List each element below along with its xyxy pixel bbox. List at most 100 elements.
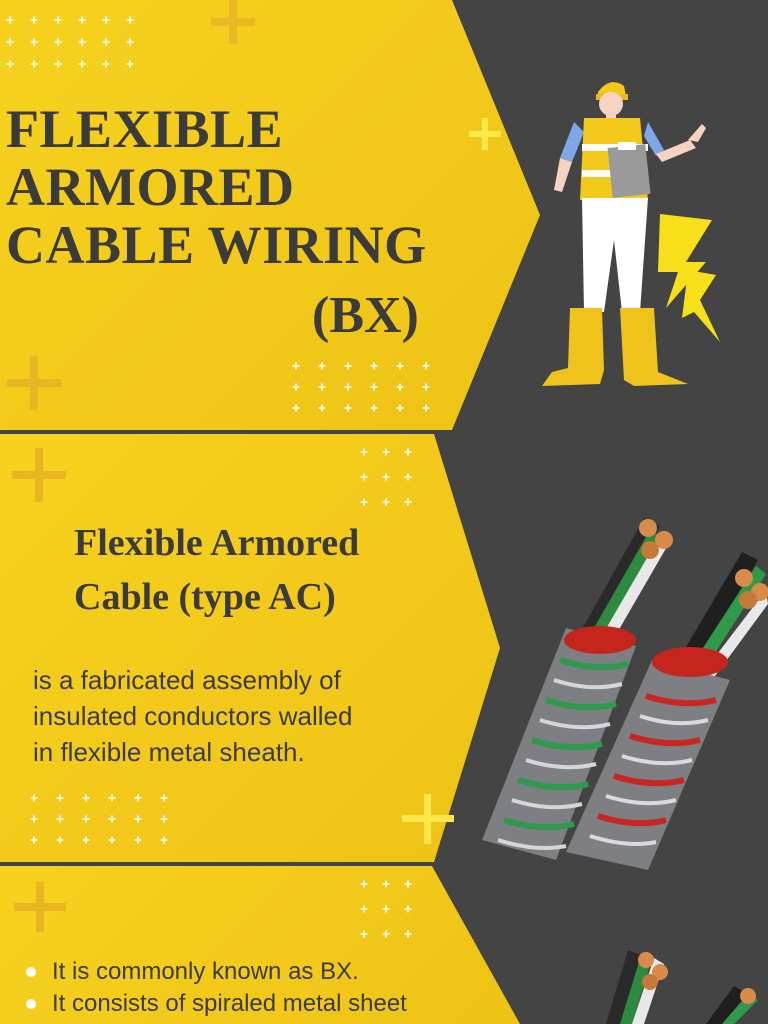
plus-dot	[360, 498, 368, 506]
plus-dot	[82, 815, 90, 823]
plus-dot	[404, 880, 412, 888]
plus-dot	[360, 880, 368, 888]
definition-line: insulated conductors walled	[33, 701, 353, 731]
plus-dot	[360, 473, 368, 481]
worker-illustration	[542, 82, 706, 386]
plus-dot	[126, 16, 134, 24]
plus-dot	[30, 794, 38, 802]
plus-dot	[404, 905, 412, 913]
plus-dot	[370, 383, 378, 391]
plus-dots-pattern	[6, 16, 430, 938]
plus-dot	[382, 905, 390, 913]
plus-dot	[56, 794, 64, 802]
title-abbreviation: (BX)	[312, 287, 419, 344]
plus-dot	[404, 473, 412, 481]
definition-line: is a fabricated assembly of	[33, 665, 341, 695]
plus-dot	[30, 60, 38, 68]
plus-dot	[422, 404, 430, 412]
plus-dot	[6, 16, 14, 24]
plus-dot	[344, 362, 352, 370]
plus-dot	[78, 60, 86, 68]
armored-cable-image	[606, 950, 758, 1024]
plus-dot	[160, 794, 168, 802]
plus-dot	[102, 38, 110, 46]
plus-dot	[30, 38, 38, 46]
plus-icon	[211, 0, 255, 44]
plus-icon	[7, 356, 61, 410]
title-panel	[0, 0, 540, 430]
plus-dot	[318, 362, 326, 370]
plus-dot	[360, 905, 368, 913]
plus-dot	[56, 815, 64, 823]
plus-dot	[422, 383, 430, 391]
plus-dot	[102, 16, 110, 24]
plus-icon	[12, 448, 66, 502]
bullet-icon	[26, 999, 36, 1009]
plus-dot	[360, 448, 368, 456]
plus-dot	[30, 16, 38, 24]
list-item: It consists of spiraled metal sheet	[22, 988, 407, 1020]
plus-dot	[360, 930, 368, 938]
plus-dot	[396, 362, 404, 370]
plus-dot	[54, 16, 62, 24]
plus-dot	[422, 362, 430, 370]
plus-dot	[102, 60, 110, 68]
plus-dot	[78, 38, 86, 46]
plus-dot	[382, 880, 390, 888]
plus-dot	[30, 836, 38, 844]
plus-dot	[396, 404, 404, 412]
plus-dot	[126, 38, 134, 46]
list-item: It is commonly known as BX.	[22, 956, 407, 988]
bullet-text: It consists of spiraled metal sheet	[52, 990, 407, 1017]
title-line: CABLE WIRING	[6, 215, 427, 275]
plus-dot	[344, 404, 352, 412]
plus-dot	[82, 836, 90, 844]
bullet-list: It is commonly known as BX. It consists …	[22, 956, 407, 1020]
plus-dot	[404, 448, 412, 456]
heading-line: Flexible Armored	[74, 522, 360, 564]
plus-dot	[396, 383, 404, 391]
armored-cable-image	[482, 518, 768, 870]
plus-dot	[292, 362, 300, 370]
plus-dot	[126, 60, 134, 68]
plus-dot	[344, 383, 352, 391]
plus-dot	[108, 836, 116, 844]
definition-text: is a fabricated assembly of insulated co…	[33, 662, 473, 770]
plus-dot	[108, 815, 116, 823]
plus-icon	[402, 794, 454, 844]
plus-dot	[108, 794, 116, 802]
plus-dot	[292, 383, 300, 391]
bullet-icon	[26, 967, 36, 977]
plus-dot	[382, 930, 390, 938]
plus-dot	[6, 38, 14, 46]
plus-dot	[56, 836, 64, 844]
plus-dot	[82, 794, 90, 802]
plus-dot	[134, 794, 142, 802]
plus-dot	[292, 404, 300, 412]
page-title: FLEXIBLE ARMORED CABLE WIRING	[6, 100, 427, 274]
section-heading: Flexible Armored Cable (type AC)	[74, 516, 359, 624]
heading-line: Cable (type AC)	[74, 576, 336, 618]
plus-dot	[78, 16, 86, 24]
plus-dot	[54, 38, 62, 46]
plus-dot	[382, 448, 390, 456]
plus-dot	[6, 60, 14, 68]
title-line: FLEXIBLE	[6, 99, 284, 159]
plus-dot	[54, 60, 62, 68]
plus-dot	[30, 815, 38, 823]
plus-dot	[134, 836, 142, 844]
plus-icon	[469, 118, 501, 150]
definition-line: in flexible metal sheath.	[33, 737, 305, 767]
bullet-text: It is commonly known as BX.	[52, 958, 359, 985]
plus-dot	[134, 815, 142, 823]
plus-dot	[318, 404, 326, 412]
plus-dot	[404, 498, 412, 506]
plus-dot	[318, 383, 326, 391]
plus-dot	[160, 836, 168, 844]
details-panel	[0, 866, 520, 1024]
plus-dot	[160, 815, 168, 823]
lightning-bolt-icon	[658, 214, 720, 342]
plus-dot	[370, 362, 378, 370]
title-line: ARMORED	[6, 157, 295, 217]
definition-panel	[0, 434, 500, 862]
